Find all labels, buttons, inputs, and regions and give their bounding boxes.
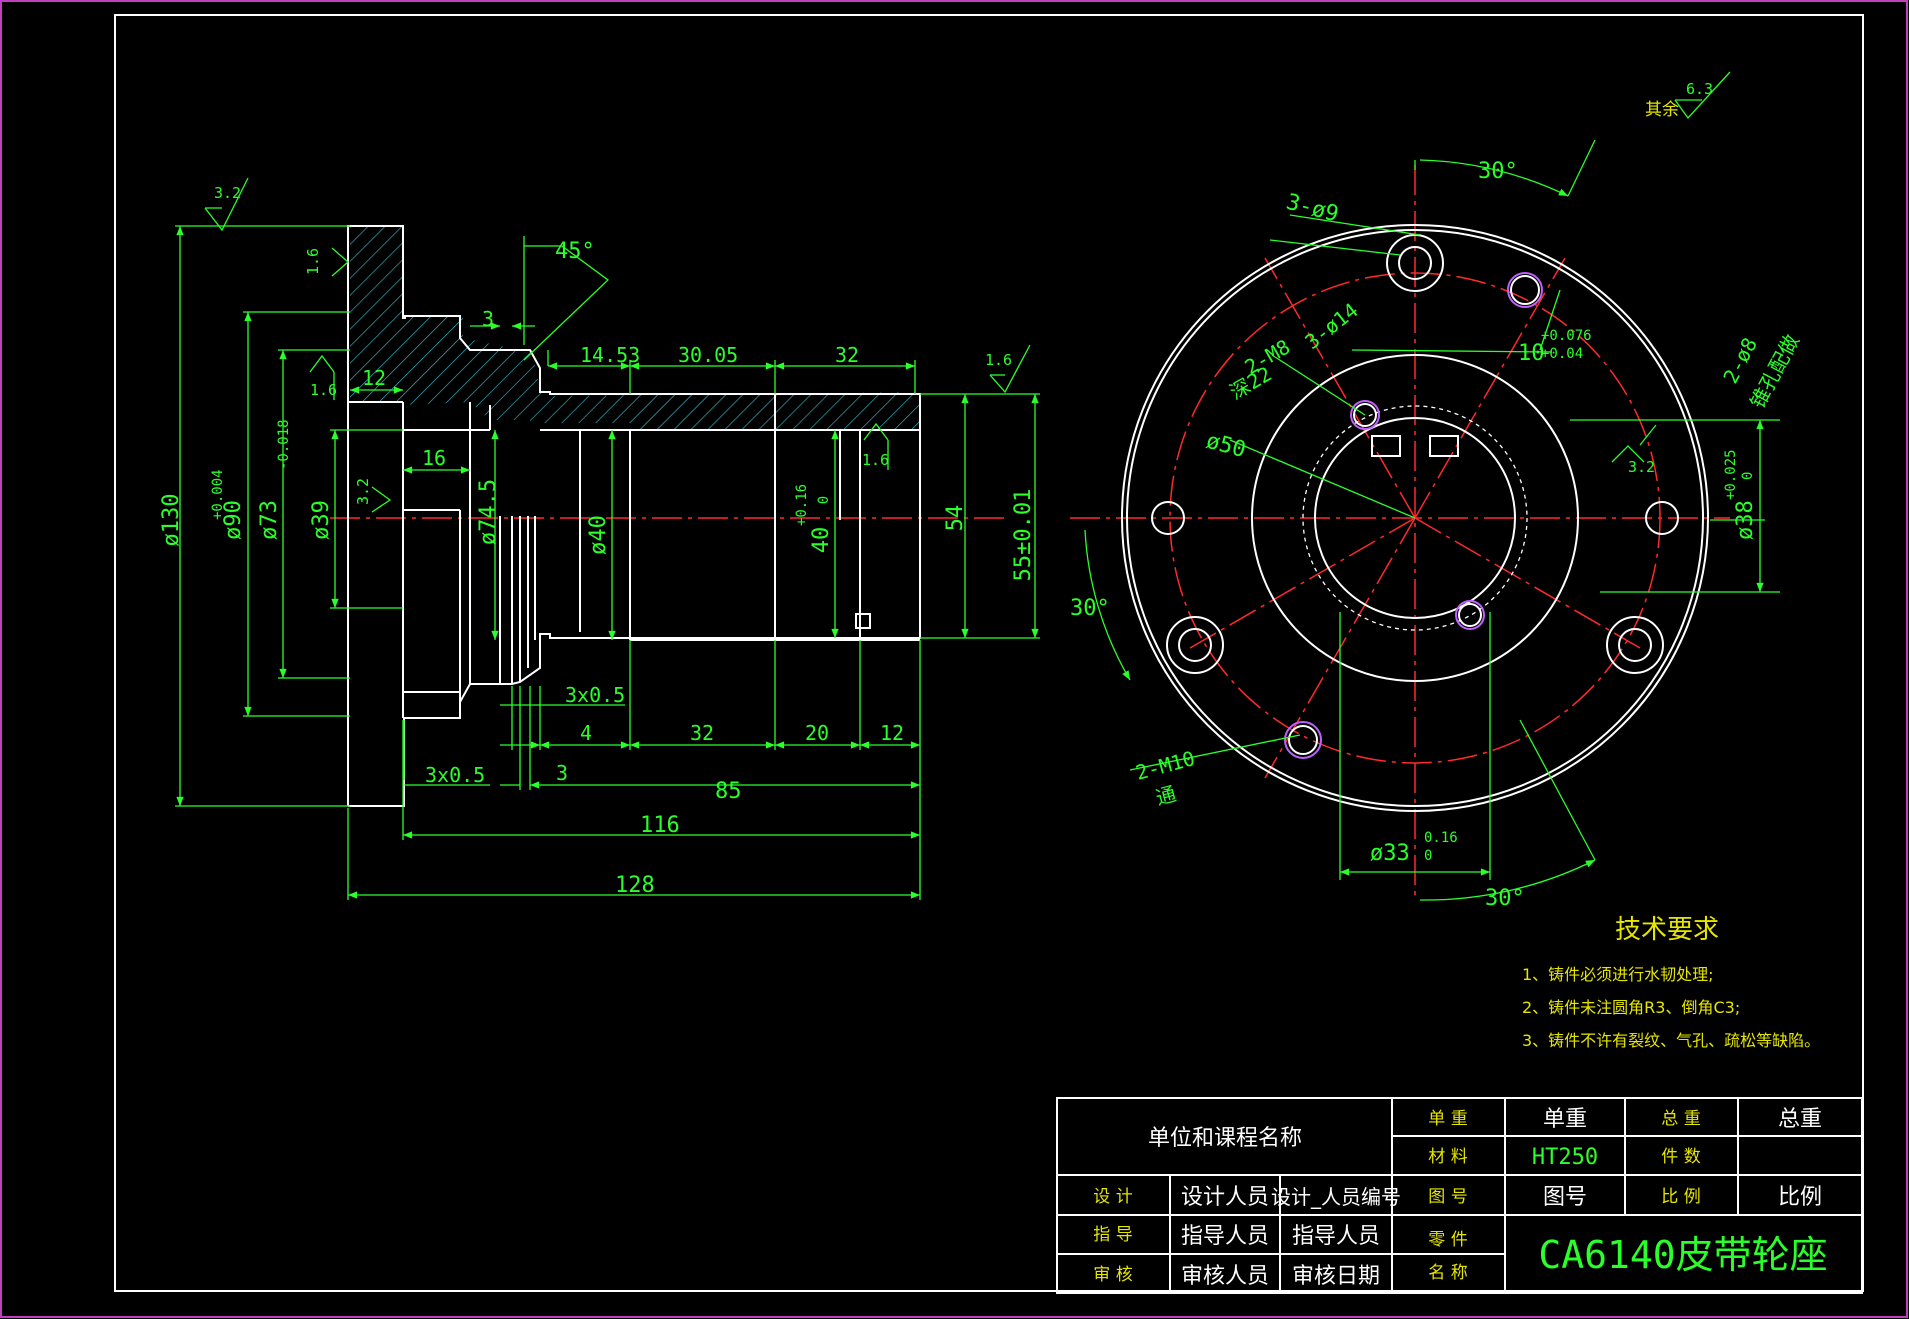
tech-title: 技术要求	[1615, 915, 1719, 945]
drawing-frame	[114, 14, 1864, 1292]
tech-requirements: 技术要求 1、铸件必须进行水韧处理; 2、铸件未注圆角R3、倒角C3; 3、铸件…	[1522, 915, 1820, 1050]
bottom-3-label: 3	[556, 761, 568, 785]
material-value: HT250	[1532, 1145, 1598, 1170]
roughness-general-value: 6.3	[1686, 80, 1713, 98]
scale-value: 比例	[1778, 1185, 1822, 1210]
dia-38-upper: +0.025	[1723, 449, 1739, 500]
material-label: 材 料	[1428, 1147, 1467, 1167]
reviewer: 审核人员	[1181, 1264, 1269, 1289]
dia-90-tol-upper: +0.004	[210, 469, 226, 520]
tapped-holes	[1284, 272, 1543, 759]
guide-label: 指 导	[1093, 1225, 1132, 1245]
holes-14-label: 3-ø14	[1300, 298, 1362, 354]
front-dim-lines	[1084, 139, 1780, 901]
dim-12-label: 12	[362, 366, 386, 390]
roughness-general-label: 其余	[1645, 100, 1679, 120]
tech-item-3: 3、铸件不许有裂纹、气孔、疏松等缺陷。	[1522, 1031, 1820, 1050]
tech-item-1: 1、铸件必须进行水韧处理;	[1522, 965, 1714, 984]
quantity-label: 件 数	[1661, 1147, 1700, 1167]
roughness-bore-mid: 1.6	[862, 451, 889, 469]
pin-holes-label: 2-ø8	[1718, 334, 1762, 388]
step-3-label: 3	[482, 307, 494, 331]
dim-54-label: 54	[943, 505, 968, 532]
part-name: CA6140皮带轮座	[1538, 1233, 1827, 1277]
guide: 指导人员	[1181, 1224, 1269, 1249]
scale-label: 比 例	[1661, 1187, 1700, 1207]
dia-33-lower: 0	[1424, 848, 1432, 864]
dim-40-tol-lower: 0	[816, 496, 832, 504]
roughness-flange-top: 3.2	[214, 184, 241, 202]
bottom-116-label: 116	[640, 813, 680, 838]
dia-38-lower: 0	[1740, 472, 1756, 480]
dia-73-label: ø73	[257, 500, 282, 540]
dim-32-top-label: 32	[835, 343, 859, 367]
front-outline	[1121, 224, 1709, 812]
guide-2: 指导人员	[1292, 1224, 1380, 1249]
roughness-bore-inner: 3.2	[354, 478, 372, 505]
keyway-10-upper: +0.076	[1541, 328, 1592, 344]
tapped-m10-note: 通	[1153, 781, 1179, 809]
section-outline	[347, 225, 921, 807]
flange-hatch	[350, 226, 920, 430]
tech-item-2: 2、铸件未注圆角R3、倒角C3;	[1522, 998, 1740, 1017]
section-dim-lines	[175, 225, 1040, 900]
chamfer-3x05-a-label: 3x0.5	[565, 683, 625, 707]
dia-39-label: ø39	[309, 500, 334, 540]
bottom-12-label: 12	[880, 721, 904, 745]
dia-33-upper: 0.16	[1424, 830, 1458, 846]
holes-9-label: 3-ø9	[1283, 190, 1341, 228]
title-block: 单位和课程名称 单 重 单重 总 重 总重 材 料 HT250 件 数 图 号 …	[1056, 1097, 1863, 1294]
dim-14-53-label: 14.53	[580, 343, 640, 367]
drawing-no: 图号	[1543, 1185, 1587, 1210]
total-weight: 总重	[1778, 1107, 1822, 1132]
front-view: 30° 3-ø9 3-ø14 2-M8 深22 ø50 10 +0.076 +0…	[1070, 71, 1804, 911]
roughness-symbols	[204, 177, 1031, 513]
bottom-20-label: 20	[805, 721, 829, 745]
dia-38-label: ø38	[1733, 500, 1758, 540]
angle-bottom-label: 30°	[1485, 886, 1525, 911]
section-view: 45° 3 12 14.53 30.05 32 16 ø130 ø90 +0.0…	[159, 177, 1040, 900]
tapped-m10-label: 2-M10	[1133, 746, 1197, 785]
bottom-85-label: 85	[715, 779, 742, 804]
dim-16-label: 16	[422, 446, 446, 470]
unit-weight-label: 单 重	[1428, 1109, 1467, 1129]
part-name-label-2: 名 称	[1428, 1263, 1467, 1283]
angle-45-label: 45°	[555, 239, 595, 264]
dim-40-tol-upper: +0.16	[794, 484, 810, 526]
unit-name: 单位和课程名称	[1148, 1126, 1302, 1151]
design-label: 设 计	[1093, 1187, 1132, 1207]
bottom-128-label: 128	[615, 873, 655, 898]
dia-130-label: ø130	[159, 494, 184, 547]
dia-40-label: ø40	[586, 515, 611, 555]
unit-weight: 单重	[1543, 1107, 1587, 1132]
roughness-flange-face: 1.6	[304, 248, 322, 275]
dia-90-label: ø90	[221, 500, 246, 540]
dim-30-05-label: 30.05	[678, 343, 738, 367]
drawing-no-label: 图 号	[1428, 1187, 1467, 1207]
dim-55-label: 55±0.01	[1011, 489, 1036, 582]
keyway-10-lower: +0.04	[1541, 346, 1583, 362]
bottom-32-label: 32	[690, 721, 714, 745]
dia-50-label: ø50	[1203, 429, 1248, 463]
angle-left-label: 30°	[1070, 596, 1110, 621]
angle-top-label: 30°	[1478, 159, 1518, 184]
total-weight-label: 总 重	[1661, 1109, 1700, 1129]
roughness-bore-left: 1.6	[310, 381, 337, 399]
roughness-keyway-side: 3.2	[1628, 458, 1655, 476]
review-label: 审 核	[1093, 1265, 1132, 1285]
roughness-right-face: 1.6	[985, 351, 1012, 369]
review-date: 审核日期	[1292, 1264, 1380, 1289]
designer: 设计人员	[1181, 1185, 1269, 1210]
dim-40-label: 40	[809, 527, 834, 554]
dia-90-tol-lower: -0.018	[276, 419, 292, 470]
dia-74-5-label: ø74.5	[476, 479, 501, 545]
designer-id: 设计_人员编号	[1271, 1185, 1401, 1209]
chamfer-3x05-b-label: 3x0.5	[425, 763, 485, 787]
dia-33-label: ø33	[1370, 841, 1410, 866]
keyway-10-label: 10	[1518, 341, 1545, 366]
part-name-label-1: 零 件	[1428, 1230, 1467, 1250]
bottom-4-label: 4	[580, 721, 592, 745]
